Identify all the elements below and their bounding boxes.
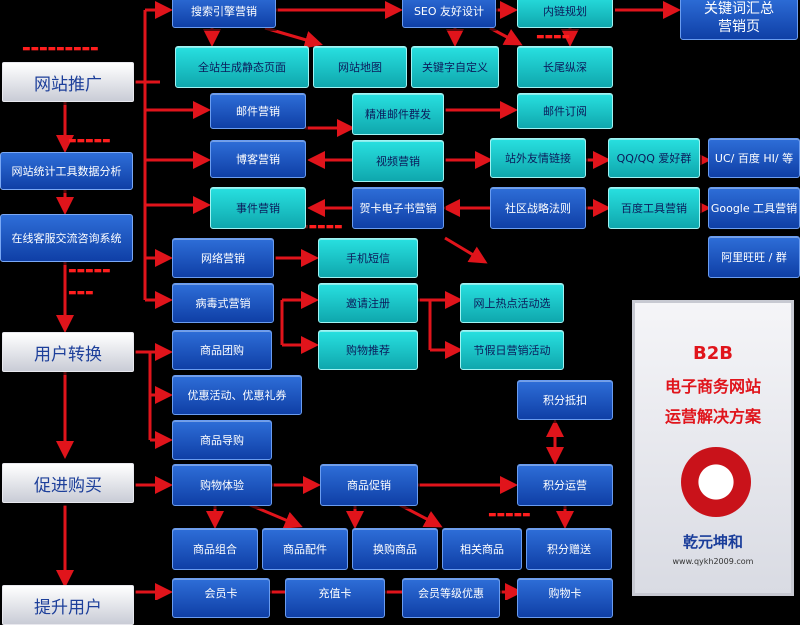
points-gift-node[interactable]: 积分赠送 bbox=[526, 528, 612, 570]
inner-links-node[interactable]: 内链规划 bbox=[517, 0, 613, 28]
shopping-card-node[interactable]: 购物卡 bbox=[517, 578, 613, 618]
stage-website-promotion[interactable]: 网站推广 bbox=[2, 62, 134, 102]
blog-marketing-node[interactable]: 博客营销 bbox=[210, 140, 306, 178]
solution-panel: B2B 电子商务网站 运营解决方案 乾元坤和 www.qykh2009.com bbox=[632, 300, 794, 596]
long-tail-node[interactable]: 长尾纵深 bbox=[517, 46, 613, 88]
red-note: ▬▬▬▬▬ bbox=[68, 136, 111, 146]
shopping-experience-node[interactable]: 购物体验 bbox=[172, 464, 272, 506]
google-tools-node[interactable]: Google 工具营销 bbox=[708, 187, 800, 229]
connector-arrows bbox=[56, 1, 711, 600]
panel-line3: 运营解决方案 bbox=[664, 407, 761, 426]
invite-register-node[interactable]: 邀请注册 bbox=[318, 283, 418, 323]
holiday-marketing-node[interactable]: 节假日营销活动 bbox=[460, 330, 564, 370]
seo-node[interactable]: SEO 友好设计 bbox=[402, 0, 496, 28]
email-subscribe-node[interactable]: 邮件订阅 bbox=[517, 93, 613, 129]
promotions-node[interactable]: 优惠活动、优惠礼券 bbox=[172, 375, 302, 415]
panel-line2: 电子商务网站 bbox=[664, 377, 761, 396]
exchange-product-node[interactable]: 换购商品 bbox=[352, 528, 438, 570]
sitemap-node[interactable]: 网站地图 bbox=[313, 46, 407, 88]
red-note: ▬▬▬▬▬▬▬▬▬ bbox=[22, 44, 99, 54]
uc-baidu-node[interactable]: UC/ 百度 HI/ 等 bbox=[708, 138, 800, 178]
aliwangwang-node[interactable]: 阿里旺旺 / 群 bbox=[708, 236, 800, 278]
dragon-logo-icon bbox=[681, 447, 751, 517]
red-note: ▬▬▬▬▬ bbox=[488, 510, 531, 520]
search-marketing-node[interactable]: 搜索引擎营销 bbox=[172, 0, 276, 28]
group-buy-node[interactable]: 商品团购 bbox=[172, 330, 272, 370]
stage-promote-purchase[interactable]: 促进购买 bbox=[2, 463, 134, 503]
stage-user-conversion[interactable]: 用户转换 bbox=[2, 332, 134, 372]
points-operation-node[interactable]: 积分运营 bbox=[517, 464, 613, 506]
network-marketing-node[interactable]: 网络营销 bbox=[172, 238, 274, 278]
video-marketing-node[interactable]: 视频营销 bbox=[352, 140, 444, 182]
product-accessories-node[interactable]: 商品配件 bbox=[262, 528, 348, 570]
online-events-node[interactable]: 网上热点活动选 bbox=[460, 283, 564, 323]
member-card-node[interactable]: 会员卡 bbox=[172, 578, 270, 618]
community-node[interactable]: 社区战略法则 bbox=[490, 187, 586, 229]
panel-url: www.qykh2009.com bbox=[672, 557, 754, 566]
online-service-node[interactable]: 在线客服交流咨询系统 bbox=[0, 214, 133, 262]
stage-improve-user[interactable]: 提升用户 bbox=[2, 585, 134, 625]
related-products-node[interactable]: 相关商品 bbox=[442, 528, 522, 570]
product-guide-node[interactable]: 商品导购 bbox=[172, 420, 272, 460]
panel-b2b: B2B bbox=[693, 343, 733, 364]
precise-email-node[interactable]: 精准邮件群发 bbox=[352, 93, 444, 135]
panel-brand: 乾元坤和 bbox=[682, 533, 743, 551]
product-promotion-node[interactable]: 商品促销 bbox=[320, 464, 418, 506]
sms-node[interactable]: 手机短信 bbox=[318, 238, 418, 278]
purchase-recommend-node[interactable]: 购物推荐 bbox=[318, 330, 418, 370]
analytics-tool-node[interactable]: 网站统计工具数据分析 bbox=[0, 152, 133, 190]
custom-keywords-node[interactable]: 关键字自定义 bbox=[411, 46, 499, 88]
ecard-marketing-node[interactable]: 贺卡电子书营销 bbox=[352, 187, 444, 229]
static-pages-node[interactable]: 全站生成静态页面 bbox=[175, 46, 309, 88]
recharge-card-node[interactable]: 充值卡 bbox=[285, 578, 385, 618]
qq-node[interactable]: QQ/QQ 爱好群 bbox=[608, 138, 700, 178]
red-note: ▬▬▬▬▬ bbox=[300, 222, 343, 232]
event-marketing-node[interactable]: 事件营销 bbox=[210, 187, 306, 229]
red-note: ▬▬▬▬ bbox=[536, 32, 571, 42]
keyword-summary-node[interactable]: 关键词汇总 营销页 bbox=[680, 0, 798, 40]
email-marketing-node[interactable]: 邮件营销 bbox=[210, 93, 306, 129]
points-deduct-node[interactable]: 积分抵扣 bbox=[517, 380, 613, 420]
red-note: ▬▬▬ bbox=[68, 288, 94, 298]
external-links-node[interactable]: 站外友情链接 bbox=[490, 138, 586, 178]
member-level-node[interactable]: 会员等级优惠 bbox=[402, 578, 500, 618]
baidu-tools-node[interactable]: 百度工具营销 bbox=[608, 187, 700, 229]
red-note: ▬▬▬▬▬ bbox=[68, 266, 111, 276]
product-combo-node[interactable]: 商品组合 bbox=[172, 528, 258, 570]
keyword-summary-line1: 关键词汇总 bbox=[704, 1, 774, 17]
viral-marketing-node[interactable]: 病毒式营销 bbox=[172, 283, 274, 323]
keyword-summary-line2: 营销页 bbox=[718, 19, 760, 35]
